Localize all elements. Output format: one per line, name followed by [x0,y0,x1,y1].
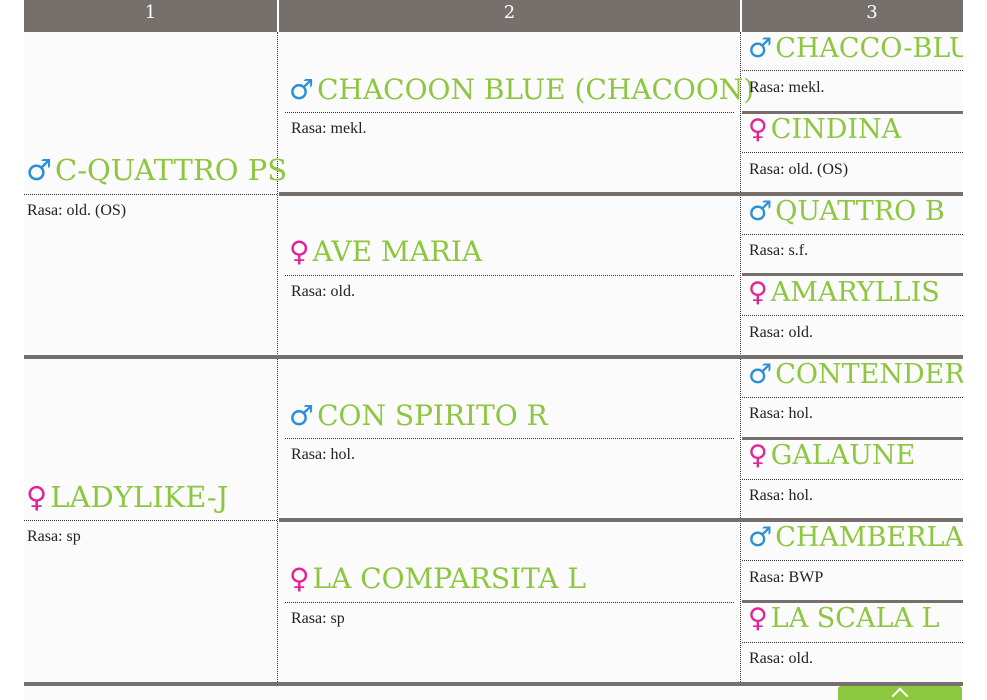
row-divider-gen3 [742,600,963,603]
name-underline [742,397,963,398]
header-divider [277,0,279,32]
horse-breed: Rasa: s.f. [749,242,809,259]
horse-entry-gen3[interactable]: ♀AMARYLLIS [748,277,940,308]
row-divider-bottom [24,682,963,686]
horse-breed: Rasa: hol. [749,405,813,422]
female-symbol-icon: ♀ [26,480,48,514]
row-divider-gen2 [279,518,963,522]
horse-breed: Rasa: hol. [291,446,355,463]
horse-breed: Rasa: old. [291,283,355,300]
horse-breed: Rasa: hol. [749,487,813,504]
horse-breed: Rasa: old. [749,650,813,667]
horse-name: QUATTRO B [775,196,945,227]
name-underline [742,560,963,561]
horse-breed: Rasa: old. (OS) [749,161,849,178]
male-symbol-icon: ♂ [748,522,773,553]
name-underline [24,520,277,521]
horse-breed: Rasa: old. (OS) [27,202,127,219]
horse-breed: Rasa: mekl. [291,120,367,137]
horse-name: LA SCALA L [770,603,940,634]
horse-name: CON SPIRITO R [317,399,548,432]
name-underline [742,70,963,71]
horse-name: C-QUATTRO PS [55,153,288,187]
horse-name: CHACCO-BLUE [775,33,963,64]
male-symbol-icon: ♂ [748,359,773,390]
horse-name: CINDINA [770,114,902,145]
row-divider-gen3 [742,437,963,440]
horse-breed: Rasa: mekl. [749,79,825,96]
horse-name: LADYLIKE-J [50,480,229,514]
horse-entry-gen3[interactable]: ♀GALAUNE [748,440,915,471]
male-symbol-icon: ♂ [289,73,315,106]
horse-entry-gen3[interactable]: ♂CHAMBERLAYNE [748,522,963,553]
horse-name: LA COMPARSITA L [312,562,586,595]
name-underline [742,479,963,480]
female-symbol-icon: ♀ [289,235,310,268]
horse-entry-gen3[interactable]: ♀LA SCALA L [748,603,939,634]
female-symbol-icon: ♀ [748,277,768,308]
name-underline [285,275,734,276]
horse-entry-gen2[interactable]: ♂CON SPIRITO R [289,399,548,432]
horse-name: AMARYLLIS [770,277,940,308]
female-symbol-icon: ♀ [748,440,768,471]
header-divider [740,0,742,32]
male-symbol-icon: ♂ [289,399,315,432]
horse-entry-gen2[interactable]: ♀AVE MARIA [289,235,482,268]
horse-name: CONTENDER [775,359,963,390]
horse-name: CHAMBERLAYNE [775,522,963,553]
name-underline [742,315,963,316]
horse-entry-gen1[interactable]: ♀LADYLIKE-J [26,480,228,514]
header-col-1: 1 [144,2,157,23]
male-symbol-icon: ♂ [748,33,773,64]
horse-entry-gen2[interactable]: ♀LA COMPARSITA L [289,562,586,595]
name-underline [285,602,734,603]
female-symbol-icon: ♀ [748,603,768,634]
row-divider-gen3 [742,111,963,114]
name-underline [24,194,277,195]
horse-entry-gen3[interactable]: ♀CINDINA [748,114,901,145]
row-divider-gen1 [24,355,963,359]
row-divider-gen3 [742,273,963,276]
horse-breed: Rasa: BWP [749,569,824,586]
horse-entry-gen3[interactable]: ♂CHACCO-BLUE [748,33,963,64]
horse-entry-gen3[interactable]: ♂CONTENDER [748,359,963,390]
horse-name: CHACOON BLUE (CHACOON) [317,73,755,106]
pedigree-table: 1 2 3 ♂C-QUATTRO PS Rasa: old. (OS) ♀LAD… [24,0,963,700]
horse-entry-gen3[interactable]: ♂QUATTRO B [748,196,945,227]
female-symbol-icon: ♀ [289,562,310,595]
name-underline [742,152,963,153]
header-col-2: 2 [503,2,516,23]
name-underline [742,642,963,643]
name-underline [742,234,963,235]
horse-breed: Rasa: sp [27,528,81,545]
male-symbol-icon: ♂ [26,153,52,187]
generation-header: 1 2 3 [24,0,963,32]
name-underline [285,438,734,439]
header-col-3: 3 [866,2,878,23]
scroll-top-button[interactable] [838,686,962,700]
horse-entry-gen2[interactable]: ♂CHACOON BLUE (CHACOON) [289,73,754,106]
female-symbol-icon: ♀ [748,114,768,145]
horse-breed: Rasa: sp [291,610,345,627]
male-symbol-icon: ♂ [748,196,773,227]
row-divider-gen2 [279,192,963,196]
horse-name: GALAUNE [770,440,916,471]
horse-name: AVE MARIA [312,235,483,268]
name-underline [285,112,734,113]
horse-breed: Rasa: old. [749,324,813,341]
chevron-up-icon [891,687,909,700]
horse-entry-gen1[interactable]: ♂C-QUATTRO PS [26,153,287,187]
